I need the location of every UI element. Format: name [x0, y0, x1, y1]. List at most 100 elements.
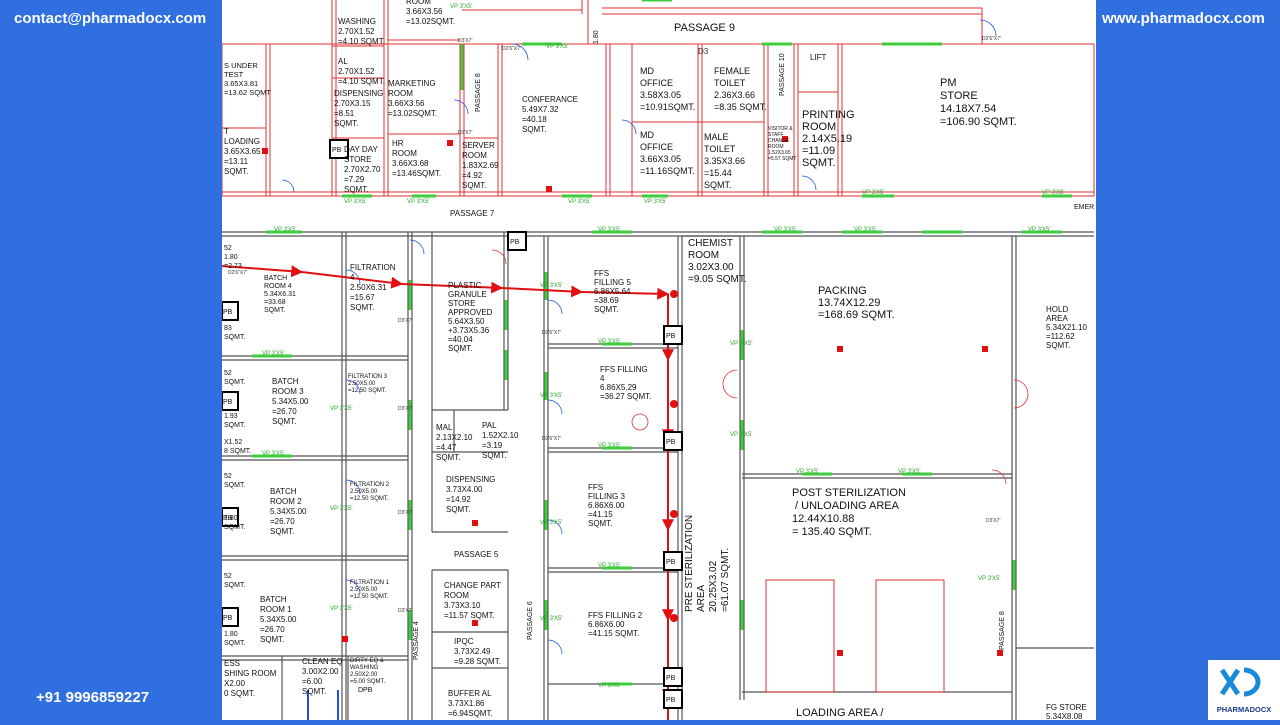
room-label-line: ROOM 4 — [264, 283, 292, 290]
room-label-line: SQMT. — [302, 687, 326, 696]
room-label-line: 20.25X3.02 — [708, 560, 719, 612]
door-label: D3'X7' — [986, 518, 1000, 524]
room-label-line: 14.18X7.54 — [940, 103, 996, 115]
room-label-line: IPQC — [454, 637, 474, 646]
room-label-line: =6.94SQMT. — [448, 709, 493, 718]
room-label-line: =5.00 SQMT. — [350, 679, 386, 685]
vp-labels: VP 3'X5' VP 3'X5' VP 3'X5' VP 3'X5' VP 3… — [262, 4, 1065, 689]
left-banner — [0, 0, 222, 720]
room-label-line: =106.90 SQMT. — [940, 116, 1017, 128]
room-label-line: =2.73 — [224, 263, 242, 270]
room-label-line: 5.34X5.00 — [272, 397, 309, 406]
room-label-line: =7.29 — [344, 175, 365, 184]
room-label-line: 52 — [224, 245, 232, 252]
room-label-line: 6.86X6.00 — [588, 501, 625, 510]
room-label-line: ROOM 3 — [272, 387, 304, 396]
room-label-line: =6.00 — [302, 677, 323, 686]
room-label-line: SQMT. — [436, 453, 460, 462]
room-label-line: 3.35X3.66 — [704, 156, 745, 166]
room-label-line: TOILET — [714, 78, 746, 88]
room-label-line: ROOM — [462, 151, 487, 160]
room-label-line: =4.47 — [436, 443, 457, 452]
vp-label: VP 3'X5' — [730, 341, 753, 347]
contact-email[interactable]: contact@pharmadocx.com — [14, 10, 207, 27]
pb-label: PB — [223, 399, 233, 406]
room-label: LIFT — [810, 53, 827, 62]
room-label-line: SQMT. — [224, 482, 245, 489]
room-label-line: DISPENSING — [334, 89, 383, 98]
pharmadocx-logo[interactable]: PHARMADOCX — [1208, 660, 1280, 720]
passage-label: PASSAGE 8 — [475, 73, 482, 112]
pb-label: PB — [666, 439, 676, 446]
room-label-line: =11.57 SQMT. — [444, 611, 495, 620]
room-label-line: 2.70X1.52 — [338, 67, 375, 76]
room-label-line: =36.27 SQMT. — [600, 392, 651, 401]
room-label-line: 2.14X5.19 — [802, 133, 852, 145]
room-label-line: FG STORE — [1046, 703, 1087, 712]
website-link[interactable]: www.pharmadocx.com — [1102, 10, 1265, 27]
room-label: 52 1.80 =2.73 — [224, 245, 242, 270]
vp-label: VP 3'X5' — [540, 520, 563, 526]
dpb-label: DPB — [358, 687, 373, 694]
room-label-line: SQMT. — [350, 303, 374, 312]
vp-label: VP 3'X5' — [450, 4, 473, 10]
room-label-line: =33.68 — [264, 299, 286, 306]
room-label-line: ROOM — [688, 250, 719, 261]
room-label-line: CONFERANCE — [522, 95, 578, 104]
room-label-line: 2.50X5.00 — [350, 587, 378, 593]
vp-label: VP 3'X5' — [274, 227, 297, 233]
room-label-line: =40.04 — [448, 335, 473, 344]
room-label-line: SQMT. — [344, 185, 368, 194]
room-label-line: 6.86X5.64 — [594, 287, 631, 296]
room-label-line: 1.80 — [224, 254, 238, 261]
room-label-line: SQMT. — [264, 307, 285, 314]
vp-label: VP 3'X5' — [1028, 227, 1051, 233]
room-label-line: =10.91SQMT. — [640, 102, 695, 112]
room-label-line: WASHING — [350, 665, 379, 671]
door-label: D3'X7' — [398, 406, 412, 412]
room-label-line: =12.50 SQMT. — [350, 496, 389, 502]
room-label-line: 2.36X3.66 — [714, 90, 755, 100]
room-label-line: 4 — [350, 273, 355, 282]
room-label-line: =26.70 — [260, 625, 285, 634]
room-label-line: ROOM 2 — [270, 497, 302, 506]
vp-label: VP 3'X5' — [330, 606, 353, 612]
room-label-line: 1.52X3.65 — [768, 150, 791, 156]
phone-number[interactable]: +91 9996859227 — [36, 689, 150, 706]
room-label-line: 5.34X21.10 — [1046, 323, 1087, 332]
room-label-line: FILLING 3 — [588, 492, 625, 501]
room-label-line: 83 — [224, 325, 232, 332]
vp-label: VP 3'X5' — [862, 190, 885, 196]
room-label-line: STORE — [448, 299, 475, 308]
room-label-line: SQMT. — [802, 157, 836, 169]
room-label-line: 3.66X3.68 — [392, 159, 429, 168]
room-label-line: STORE — [940, 90, 978, 102]
room-label-line: =14.92 — [446, 495, 471, 504]
room-label-line: 3.65X3.81 — [224, 79, 258, 88]
vp-label: VP 3'X5' — [898, 469, 921, 475]
room-label-line: SQMT. — [224, 582, 245, 589]
room-label-line: FILTRATION 3 — [348, 374, 388, 380]
room-label-line: 3.00X2.00 — [302, 667, 339, 676]
room-label-line: PM — [940, 77, 957, 89]
room-label-line: SQMT. — [224, 334, 245, 341]
room-label-line: 6.86X6.00 — [588, 620, 625, 629]
room-label-line: SQMT. — [224, 640, 245, 647]
passage-label: PASSAGE 4 — [413, 621, 420, 660]
room-label-line: S UNDER — [224, 61, 258, 70]
room-label-line: =4.92 — [462, 171, 483, 180]
